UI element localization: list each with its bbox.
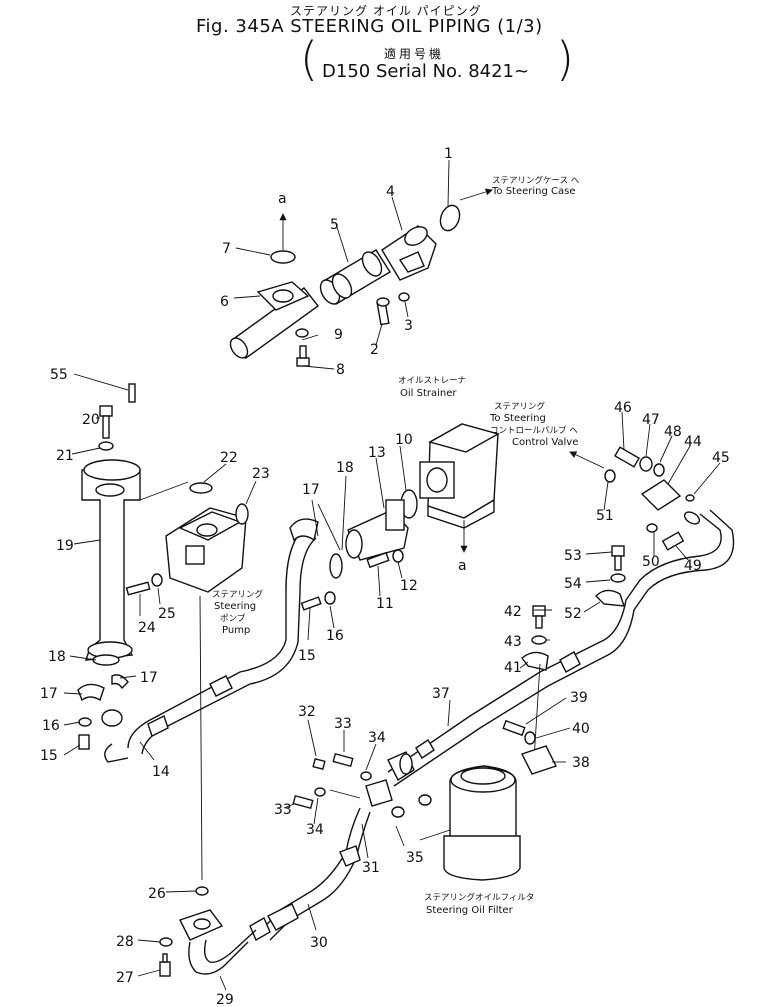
part-callout-16-left: 16: [42, 718, 60, 734]
part-callout-22: 22: [220, 450, 238, 466]
serial-number-label: D150 Serial No. 8421~: [322, 61, 530, 82]
part-callout-9: 9: [334, 327, 343, 343]
annotation-labels: ステアリングケース へ To Steering Case a オイルストレーナ …: [212, 175, 580, 916]
part-callout-34-upper: 34: [368, 730, 386, 746]
part-callout-33-upper: 33: [334, 716, 352, 732]
part-callout-6: 6: [220, 294, 229, 310]
part-callout-3: 3: [404, 318, 413, 334]
steering-pump-label-2: Pump: [222, 625, 250, 636]
part-callout-33-lower: 33: [274, 802, 292, 818]
part-callout-42: 42: [504, 604, 522, 620]
to-steering-case-label: To Steering Case: [491, 186, 576, 197]
steering-pump-assembly: [71, 373, 257, 881]
part-callout-37: 37: [432, 686, 450, 702]
lower-hose-and-filter-assembly: [137, 719, 521, 991]
left-parenthesis: (: [300, 32, 318, 86]
part-callout-27: 27: [116, 970, 134, 986]
figure-title: Fig. 345A STEERING OIL PIPING (1/3): [196, 16, 543, 37]
part-callout-45: 45: [712, 450, 730, 466]
part-callout-18-upper: 18: [336, 460, 354, 476]
control-valve-japanese-label: コントロールバルブ へ: [490, 425, 578, 436]
part-callout-7: 7: [222, 241, 231, 257]
part-callout-53: 53: [564, 548, 582, 564]
part-callout-12: 12: [400, 578, 418, 594]
arrow-label-a-bottom: a: [458, 558, 467, 574]
figure-title-japanese: ステアリング オイル パイピング: [290, 4, 482, 18]
oil-strainer-assembly: [345, 423, 500, 597]
steering-pump-label-1: Steering: [214, 601, 256, 612]
part-callout-49: 49: [684, 558, 702, 574]
part-callout-47: 47: [642, 412, 660, 428]
part-callout-21: 21: [56, 448, 74, 464]
part-callout-15-upper: 15: [298, 648, 316, 664]
applicable-model-japanese: 適用号機: [384, 47, 445, 61]
part-callout-38: 38: [572, 755, 590, 771]
part-callout-39: 39: [570, 690, 588, 706]
top-elbow-assembly: [229, 159, 493, 370]
part-callout-8: 8: [336, 362, 345, 378]
part-callout-51: 51: [596, 508, 614, 524]
part-callout-30: 30: [310, 935, 328, 951]
part-callout-15-left: 15: [40, 748, 58, 764]
part-callout-4: 4: [386, 184, 395, 200]
part-callout-26: 26: [148, 886, 166, 902]
part-callout-16-upper: 16: [326, 628, 344, 644]
part-callout-52: 52: [564, 606, 582, 622]
part-callout-43: 43: [504, 634, 522, 650]
part-callout-19: 19: [56, 538, 74, 554]
oil-strainer-label: Oil Strainer: [400, 388, 457, 399]
part-callout-50: 50: [642, 554, 660, 570]
part-callout-28: 28: [116, 934, 134, 950]
part-callout-17-mid: 17: [140, 670, 158, 686]
part-callout-34-lower: 34: [306, 822, 324, 838]
oil-strainer-japanese-label: オイルストレーナ: [398, 376, 466, 386]
part-callout-29: 29: [216, 992, 234, 1007]
part-callout-54: 54: [564, 576, 582, 592]
steering-pump-japanese-label-2: ポンプ: [220, 614, 246, 624]
figure-header: ステアリング オイル パイピング Fig. 345A STEERING OIL …: [0, 0, 765, 100]
arrow-label-a-top: a: [278, 191, 287, 207]
part-callout-31: 31: [362, 860, 380, 876]
to-steering-case-japanese-label: ステアリングケース へ: [492, 175, 580, 186]
to-steering-label: To Steering: [489, 413, 546, 424]
steering-pump-japanese-label-1: ステアリング: [212, 589, 264, 600]
part-callout-20: 20: [82, 412, 100, 428]
right-pipe-assembly: [387, 411, 735, 787]
part-callout-44: 44: [684, 434, 702, 450]
part-callout-24: 24: [138, 620, 156, 636]
steering-oil-filter-japanese-label: ステアリングオイルフィルタ: [424, 892, 534, 903]
part-callout-17-left: 17: [40, 686, 58, 702]
part-callout-41: 41: [504, 660, 522, 676]
part-callout-46: 46: [614, 400, 632, 416]
control-valve-label: Control Valve: [512, 437, 578, 448]
part-callout-14: 14: [152, 764, 170, 780]
part-callout-11: 11: [376, 596, 394, 612]
part-callout-1: 1: [444, 146, 453, 162]
part-callout-2: 2: [370, 342, 379, 358]
part-callout-18-left: 18: [48, 649, 66, 665]
part-callout-35: 35: [406, 850, 424, 866]
part-callout-40: 40: [572, 721, 590, 737]
steering-oil-filter-label: Steering Oil Filter: [426, 905, 514, 916]
part-callout-23: 23: [252, 466, 270, 482]
part-callout-10: 10: [395, 432, 413, 448]
part-callout-13: 13: [368, 445, 386, 461]
left-hose-assembly: [63, 475, 347, 763]
part-callout-5: 5: [330, 217, 339, 233]
part-number-callouts: 1 2 3 4 5 6 7 8 9 10 11 12 13 14 15 15 1…: [40, 146, 730, 1007]
part-callout-25: 25: [158, 606, 176, 622]
right-parenthesis: ): [556, 32, 574, 86]
part-callout-32: 32: [298, 704, 316, 720]
to-steering-japanese-label: ステアリング: [494, 401, 546, 412]
part-callout-55: 55: [50, 367, 68, 383]
part-callout-48: 48: [664, 424, 682, 440]
part-callout-17-upper: 17: [302, 482, 320, 498]
